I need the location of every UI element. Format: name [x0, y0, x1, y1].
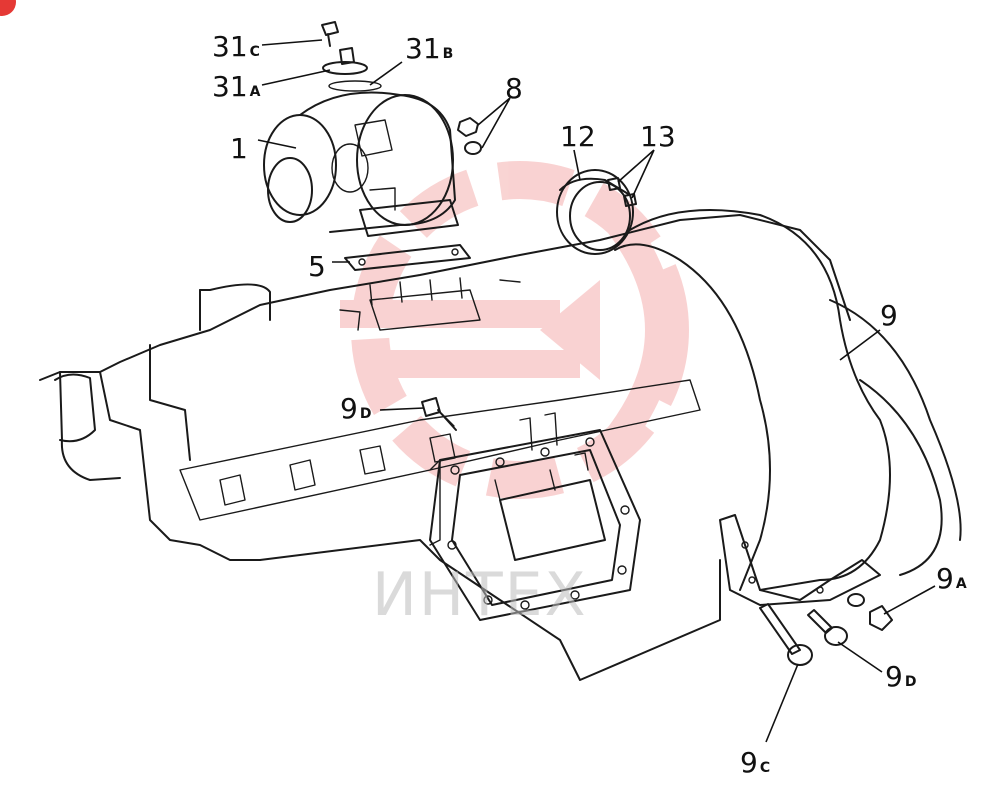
corner-mark [0, 0, 16, 16]
bolt-9c [759, 603, 813, 666]
callout-13: 13 [640, 120, 676, 153]
watermark-text: ИНТЕХ [372, 560, 588, 630]
turbocharger [263, 91, 459, 237]
callout-9: 9 [880, 299, 898, 332]
engine-block [39, 214, 851, 681]
leader-lines [257, 39, 936, 743]
callout-5: 5 [308, 250, 326, 283]
leader-9a [883, 585, 936, 615]
leader-9c [765, 663, 799, 743]
intake-pipe [614, 209, 962, 606]
leader-9d-left [379, 407, 425, 411]
leader-12 [573, 149, 581, 181]
watermark-logo [330, 161, 689, 499]
callout-8: 8 [505, 72, 523, 105]
leader-8 [477, 97, 511, 149]
leader-1 [257, 139, 297, 149]
hose-band [556, 169, 637, 255]
leader-31a [261, 69, 331, 86]
cover-plate-holes [447, 437, 630, 610]
leader-31c [261, 39, 323, 46]
nuts [457, 117, 482, 155]
callout-1: 1 [230, 132, 248, 165]
leader-9d-right [837, 641, 883, 673]
washer-9a [847, 593, 893, 631]
bolt-9d-left [421, 397, 457, 431]
intake-cover-plate [429, 412, 641, 621]
leader-31b [369, 61, 403, 86]
bolt-9d-right [807, 609, 848, 646]
leader-9 [839, 329, 881, 361]
leader-13 [617, 149, 655, 199]
callout-12: 12 [560, 120, 596, 153]
bolt-washer-set [321, 21, 382, 92]
gasket [344, 244, 471, 271]
